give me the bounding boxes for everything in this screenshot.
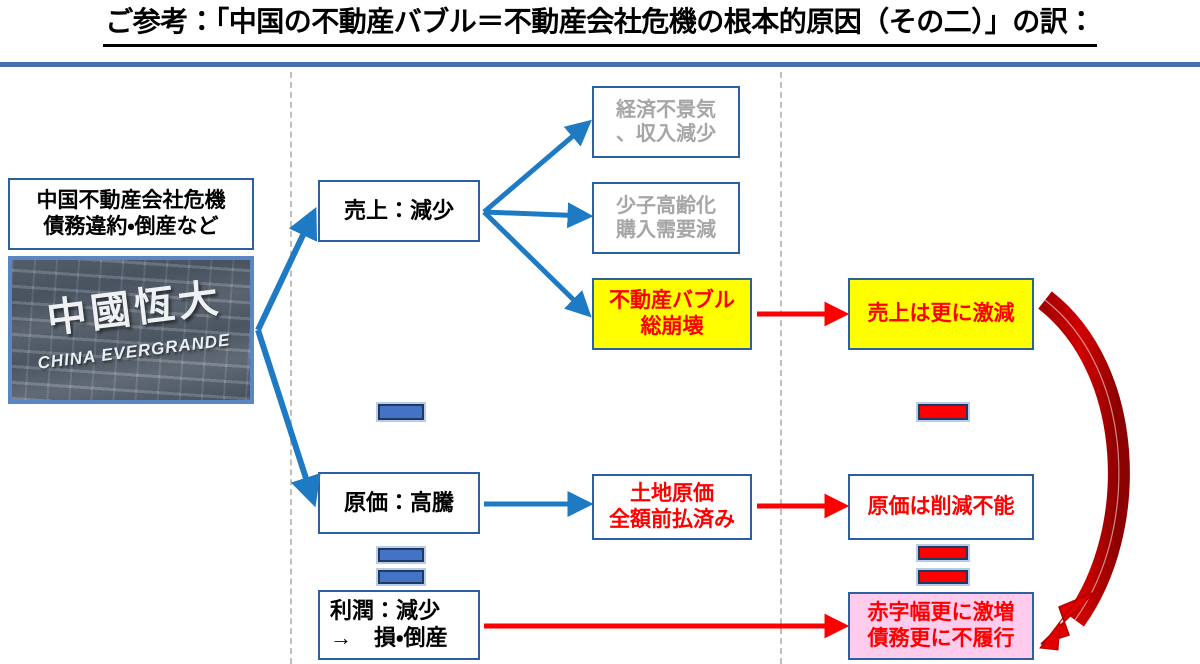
title-underline-rule — [0, 62, 1200, 67]
arrow-source-to-cost — [255, 329, 321, 508]
arrow-source-to-sales — [255, 206, 318, 332]
node-profit-decline-line1: 利潤：減少 — [330, 598, 441, 624]
equals-sign-blue-icon-top — [376, 546, 426, 564]
page-title: ご参考：「中国の不動産バブル＝不動産会社危機の根本的原因（その二）」の訳： — [0, 2, 1200, 48]
node-sales-decline: 売上：減少 — [318, 180, 480, 242]
node-profit-decline-line2: → 損・倒産 — [330, 625, 448, 650]
equals-sign-blue-icon-bottom — [376, 568, 426, 586]
node-land-cost-prepaid-line2: 全額前払済み — [609, 508, 735, 531]
arrow-sales-to-aging — [483, 202, 594, 229]
arrow-sales-to-recession — [482, 119, 592, 214]
evergrande-building-photo: 中國恆大 CHINA EVERGRANDE — [8, 256, 254, 404]
node-land-cost-prepaid-line1: 土地原価 — [630, 482, 714, 506]
node-bubble-collapse-line1: 不動産バブル — [609, 289, 735, 313]
equals-sign-red-icon-bottom — [916, 568, 970, 586]
node-deficit-and-default: 赤字幅更に激増 債務更に不履行 — [848, 592, 1034, 660]
minus-sign-blue-icon — [376, 402, 426, 422]
node-economic-recession-line1: 経済不景気 — [616, 98, 716, 121]
node-aging-population-line1: 少子高齢化 — [616, 194, 716, 217]
column-divider-1 — [290, 72, 292, 664]
node-aging-population-line2: 購入需要減 — [616, 219, 716, 241]
node-sales-plunge-further-label: 売上は更に激減 — [867, 302, 1015, 326]
node-sales-plunge-further: 売上は更に激減 — [848, 278, 1034, 350]
node-china-realestate-crisis: 中国不動産会社危機 債務違約・倒産など — [8, 178, 254, 250]
curved-arrow-sales-plunge-to-deficit — [1038, 291, 1130, 651]
node-china-realestate-crisis-line1: 中国不動産会社危機 — [36, 189, 226, 213]
equals-sign-red-icon-top — [916, 544, 970, 562]
building-facade-texture — [12, 260, 250, 400]
column-divider-2 — [780, 72, 782, 664]
node-profit-decline: 利潤：減少 → 損・倒産 — [318, 590, 480, 660]
node-economic-recession-line2: 、収入減少 — [616, 123, 716, 145]
node-bubble-collapse-line2: 総崩壊 — [640, 315, 704, 338]
node-sales-decline-label: 売上：減少 — [343, 197, 454, 223]
node-cost-surge: 原価：高騰 — [318, 472, 480, 534]
node-cost-cannot-be-reduced: 原価は削減不能 — [848, 474, 1034, 540]
node-deficit-and-default-line1: 赤字幅更に激増 — [867, 601, 1015, 625]
node-aging-population: 少子高齢化 購入需要減 — [592, 182, 740, 254]
minus-sign-red-icon — [916, 402, 970, 422]
node-china-realestate-crisis-line2: 債務違約・倒産など — [43, 215, 219, 238]
node-deficit-and-default-line2: 債務更に不履行 — [867, 627, 1015, 650]
node-cost-cannot-be-reduced-label: 原価は削減不能 — [867, 495, 1015, 519]
node-cost-surge-label: 原価：高騰 — [343, 489, 454, 515]
node-economic-recession: 経済不景気 、収入減少 — [592, 86, 740, 158]
page-title-text: ご参考：「中国の不動産バブル＝不動産会社危機の根本的原因（その二）」の訳： — [103, 2, 1097, 47]
arrow-sales-to-bubble-collapse — [482, 210, 592, 318]
node-bubble-collapse: 不動産バブル 総崩壊 — [592, 278, 752, 350]
node-land-cost-prepaid: 土地原価 全額前払済み — [592, 474, 752, 540]
